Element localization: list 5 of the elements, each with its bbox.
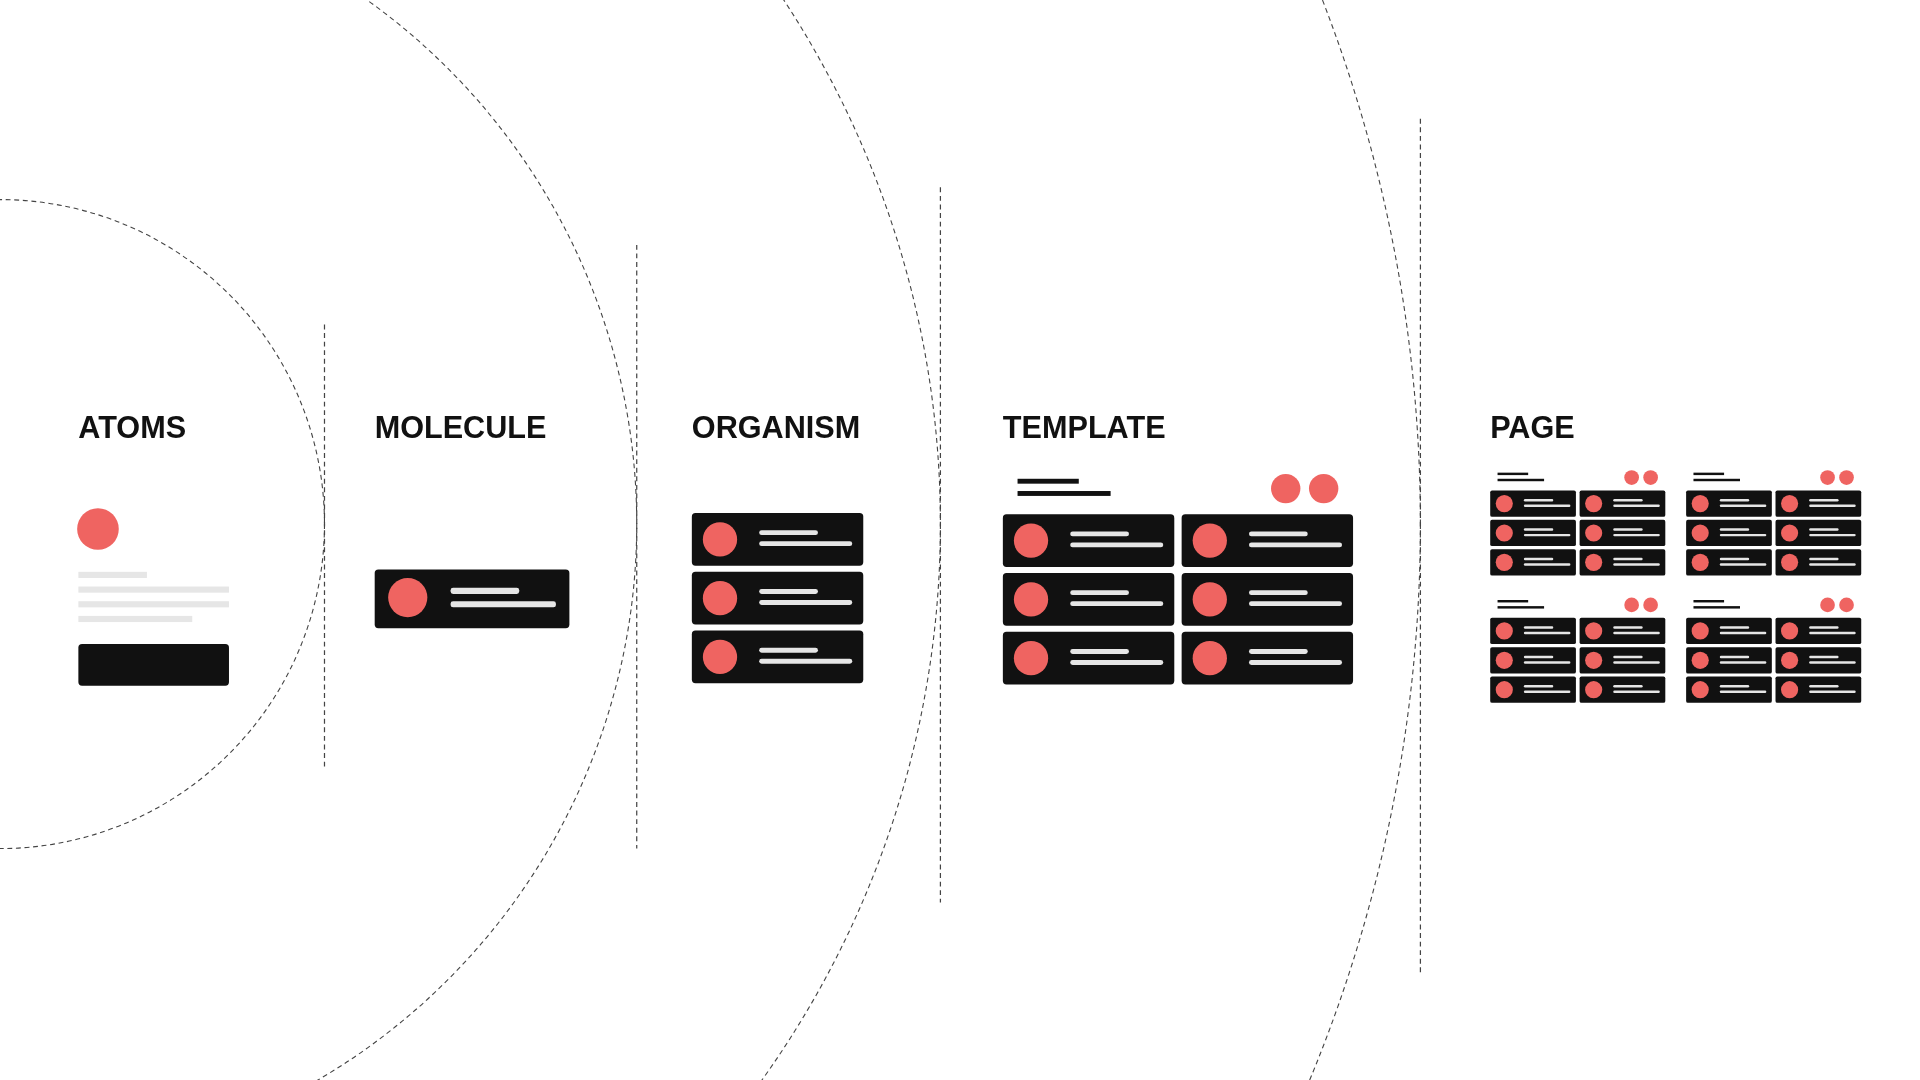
stage-heading: MOLECULE [374, 412, 547, 444]
stage-heading: TEMPLATE [1002, 412, 1166, 444]
stage-heading: ORGANISM [691, 412, 861, 444]
stage-heading: PAGE [1490, 412, 1575, 444]
stage-heading: ATOMS [78, 412, 187, 444]
